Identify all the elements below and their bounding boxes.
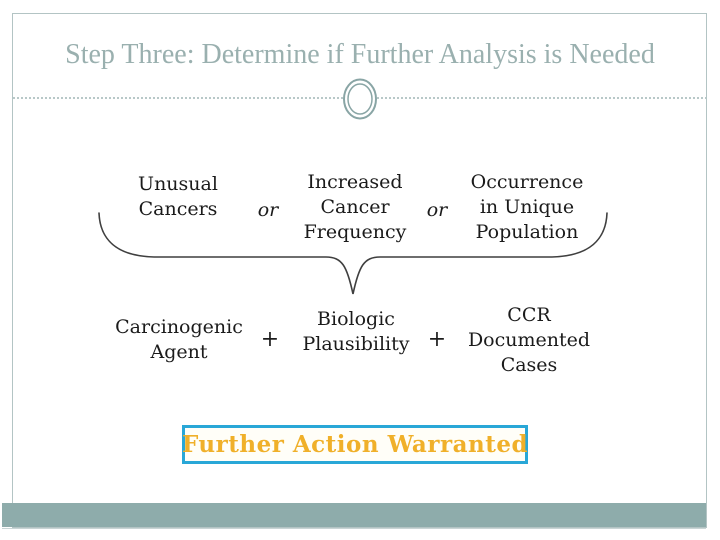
evidence-line: Carcinogenic bbox=[115, 316, 243, 338]
further-action-box: Further Action Warranted bbox=[182, 425, 528, 464]
criterion-line: Cancer bbox=[320, 196, 390, 218]
criterion-line: Frequency bbox=[303, 221, 407, 243]
circle-ornament-icon bbox=[343, 78, 377, 120]
evidence-biologic-plausibility: Biologic Plausibility bbox=[302, 307, 409, 357]
evidence-carcinogenic-agent: Carcinogenic Agent bbox=[115, 315, 243, 365]
evidence-line: Plausibility bbox=[302, 333, 410, 355]
or-connector-1: or bbox=[257, 199, 279, 221]
criterion-line: Cancers bbox=[138, 198, 218, 220]
plus-connector-1: + bbox=[260, 327, 280, 352]
evidence-line: Cases bbox=[500, 354, 558, 376]
slide-title: Step Three: Determine if Further Analysi… bbox=[65, 39, 655, 70]
criterion-unusual-cancers: Unusual Cancers bbox=[138, 172, 218, 222]
criterion-increased-cancer-frequency: Increased Cancer Frequency bbox=[304, 170, 407, 245]
evidence-ccr-documented-cases: CCR Documented Cases bbox=[468, 303, 590, 378]
plus-connector-2: + bbox=[427, 327, 447, 352]
criterion-line: Population bbox=[475, 221, 579, 243]
bottom-accent-bar bbox=[2, 503, 706, 527]
evidence-line: CCR bbox=[507, 304, 551, 326]
evidence-line: Documented bbox=[467, 329, 591, 351]
evidence-line: Biologic bbox=[317, 308, 395, 330]
criterion-line: Occurrence bbox=[470, 171, 584, 193]
slide-frame bbox=[12, 13, 707, 528]
or-connector-2: or bbox=[426, 199, 448, 221]
criterion-line: Increased bbox=[307, 171, 403, 193]
evidence-line: Agent bbox=[150, 341, 208, 363]
criterion-line: in Unique bbox=[479, 196, 575, 218]
bottom-accent-underline bbox=[2, 528, 706, 529]
curly-brace bbox=[98, 212, 608, 295]
criterion-occurrence-unique-population: Occurrence in Unique Population bbox=[471, 170, 584, 245]
criterion-line: Unusual bbox=[138, 173, 218, 195]
further-action-label: Further Action Warranted bbox=[181, 431, 529, 458]
